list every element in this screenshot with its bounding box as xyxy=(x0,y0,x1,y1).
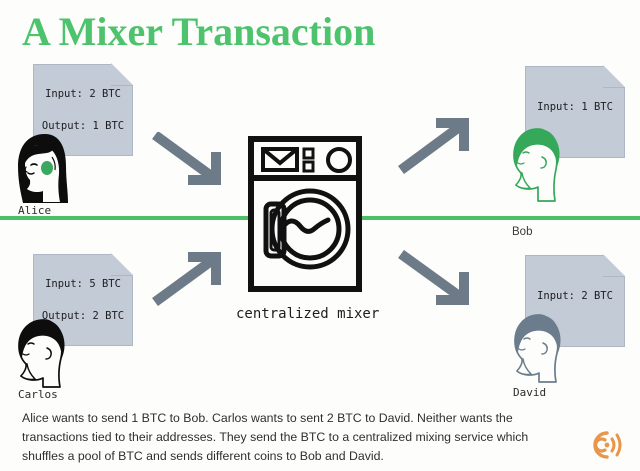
carlos-input-line: Input: 5 BTC xyxy=(45,278,121,290)
arrow-up-right-icon xyxy=(398,118,469,174)
avatar-bob: Bob xyxy=(508,126,568,238)
person-long-black-hair-icon xyxy=(18,134,68,203)
arrow-alice-to-mixer xyxy=(152,132,230,192)
page-fold-icon xyxy=(111,253,133,276)
avatar-alice: Alice xyxy=(12,132,80,217)
avatar-carlos: Carlos xyxy=(14,318,76,401)
document-card-david-lines: Input: 2 BTC xyxy=(526,256,624,346)
signal-wave-logo-icon xyxy=(593,431,622,459)
document-card-carlos-lines: Input: 5 BTC Output: 2 BTC xyxy=(34,255,132,345)
alice-input-line: Input: 2 BTC xyxy=(45,88,121,100)
avatar-david: David xyxy=(509,312,569,399)
arrow-mixer-to-bob xyxy=(398,112,478,174)
person-gray-hair-icon xyxy=(514,314,561,383)
brand-logo xyxy=(586,428,624,462)
arrow-down-right-icon xyxy=(398,250,469,305)
carlos-output-line: Output: 2 BTC xyxy=(41,310,125,322)
document-card-alice-lines: Input: 2 BTC Output: 1 BTC xyxy=(34,65,132,155)
person-green-hair-icon xyxy=(513,128,560,202)
page-fold-icon xyxy=(111,63,133,86)
bob-input-line: Input: 1 BTC xyxy=(537,101,613,113)
page-fold-icon xyxy=(603,65,625,88)
centralized-mixer-label: centralized mixer xyxy=(236,306,380,322)
arrow-carlos-to-mixer xyxy=(152,246,230,306)
washing-machine-icon xyxy=(248,136,362,292)
caption-text: Alice wants to send 1 BTC to Bob. Carlos… xyxy=(22,411,529,463)
page-title: A Mixer Transaction xyxy=(22,9,376,54)
david-input-line: Input: 2 BTC xyxy=(537,290,613,302)
arrow-mixer-to-david xyxy=(398,250,478,312)
avatar-bob-label: Bob xyxy=(512,226,533,238)
page-fold-icon xyxy=(603,254,625,277)
person-short-black-hair-icon xyxy=(18,319,65,388)
alice-output-line: Output: 1 BTC xyxy=(41,120,125,132)
arrow-down-right-icon xyxy=(152,132,221,185)
document-card-bob-lines: Input: 1 BTC xyxy=(526,67,624,157)
centralized-mixer-graphic xyxy=(248,136,362,292)
avatar-carlos-label: Carlos xyxy=(18,388,58,401)
avatar-david-label: David xyxy=(513,386,547,399)
avatar-alice-label: Alice xyxy=(18,204,52,217)
arrow-up-right-icon xyxy=(152,252,221,306)
